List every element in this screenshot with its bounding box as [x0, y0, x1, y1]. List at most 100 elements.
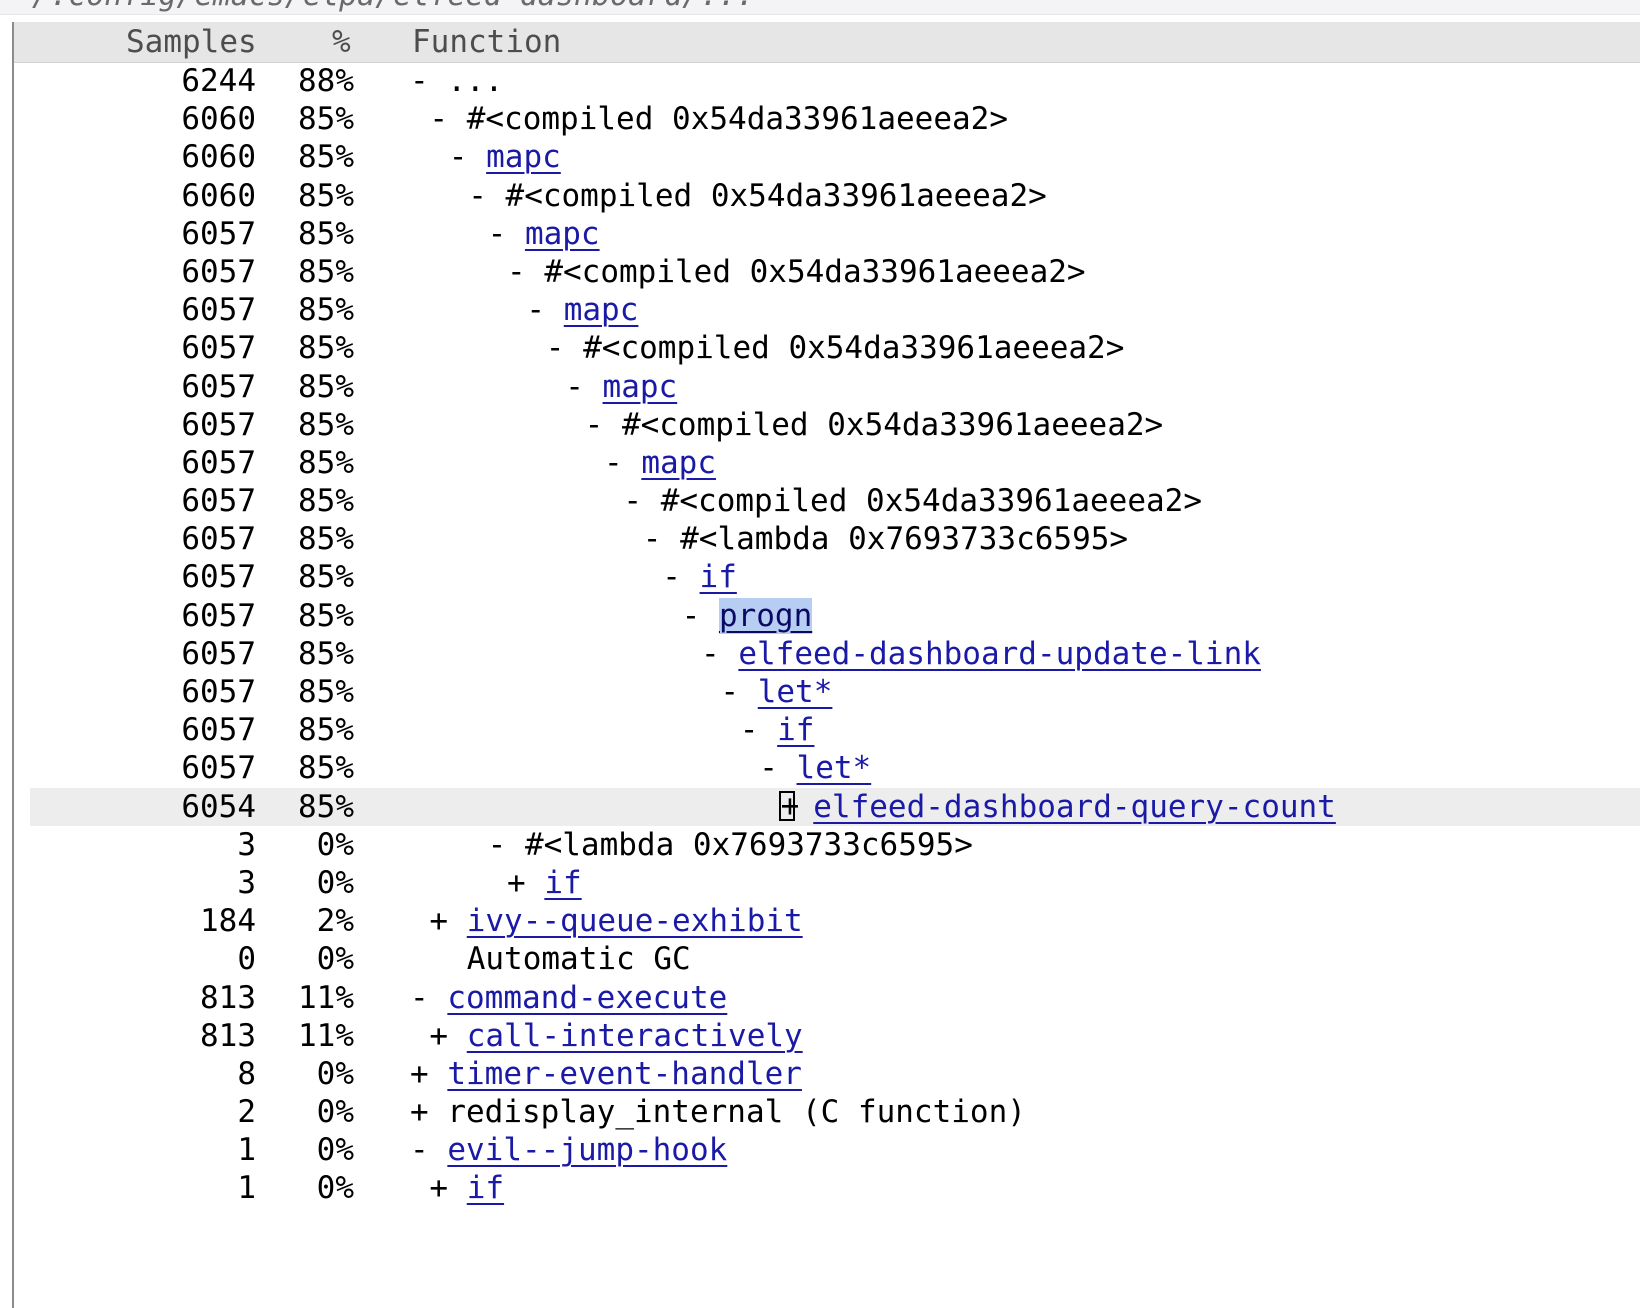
function-link[interactable]: if — [699, 559, 737, 596]
collapse-toggle[interactable]: - — [739, 712, 759, 749]
function-link[interactable]: mapc — [524, 215, 600, 252]
expand-toggle[interactable]: + — [410, 1094, 429, 1131]
function-link[interactable]: mapc — [602, 368, 678, 405]
collapse-toggle[interactable]: - — [487, 826, 507, 863]
collapse-toggle[interactable]: - — [507, 253, 526, 290]
collapse-toggle[interactable]: - — [642, 521, 662, 558]
function-cell: - mapc — [604, 444, 716, 482]
function-name: Automatic GC — [466, 941, 691, 978]
collapse-toggle[interactable]: - — [448, 139, 468, 176]
collapse-toggle[interactable]: - — [545, 330, 565, 367]
expand-toggle[interactable]: + — [778, 788, 800, 825]
header-percent[interactable]: % — [332, 24, 351, 60]
collapse-toggle[interactable]: - — [410, 979, 429, 1016]
percent-value: 85% — [298, 597, 354, 634]
function-link[interactable]: if — [466, 1170, 505, 1207]
function-cell: + timer-event-handler — [410, 1055, 802, 1093]
collapse-toggle[interactable]: - — [526, 292, 546, 329]
collapse-toggle[interactable]: - — [410, 63, 429, 99]
expand-toggle[interactable]: + — [429, 1017, 449, 1054]
percent-value: 85% — [298, 139, 354, 176]
collapse-toggle[interactable]: - — [487, 215, 507, 252]
collapse-toggle[interactable]: - — [410, 1132, 429, 1169]
function-name: #<compiled 0x54da33961aeeea2> — [660, 483, 1202, 520]
function-link[interactable]: mapc — [486, 139, 561, 176]
function-link[interactable]: let* — [796, 750, 872, 787]
expand-toggle[interactable]: + — [429, 903, 449, 940]
function-link[interactable]: let* — [757, 674, 833, 710]
collapse-toggle[interactable]: - — [584, 406, 604, 443]
expand-toggle[interactable]: + — [410, 1055, 429, 1092]
function-cell: + redisplay_internal (C function) — [410, 1093, 1026, 1131]
function-link[interactable]: elfeed-dashboard-update-link — [738, 635, 1261, 672]
tree-row[interactable]: 6057 85% - progn — [14, 597, 1640, 635]
percent-value: 85% — [298, 521, 354, 558]
collapse-toggle[interactable]: - — [701, 635, 720, 672]
function-name: redisplay_internal (C function) — [447, 1094, 1026, 1131]
expand-toggle[interactable]: + — [507, 864, 526, 901]
collapse-toggle[interactable]: - — [429, 101, 449, 138]
function-link[interactable]: call-interactively — [466, 1017, 803, 1054]
function-link[interactable]: if — [777, 712, 815, 749]
expand-toggle[interactable]: + — [429, 1170, 449, 1207]
function-link[interactable]: elfeed-dashboard-query-count — [813, 788, 1336, 825]
function-link[interactable]: mapc — [563, 292, 639, 329]
collapse-toggle[interactable]: - — [565, 368, 584, 405]
function-cell: - #<lambda 0x7693733c6595> — [643, 520, 1128, 558]
collapse-toggle[interactable]: - — [720, 674, 740, 710]
path-bar: ~/.config/emacs/elpa/elfeed-dashboard/..… — [0, 0, 1640, 15]
function-cell: - let* — [759, 749, 871, 787]
function-link[interactable]: if — [544, 864, 582, 901]
collapse-toggle[interactable]: - — [604, 444, 623, 481]
percent-value: 11% — [298, 979, 354, 1016]
collapse-toggle[interactable]: - — [759, 750, 778, 787]
function-link[interactable]: timer-event-handler — [447, 1055, 802, 1092]
function-name: #<compiled 0x54da33961aeeea2> — [466, 101, 1008, 138]
header-function[interactable]: Function — [412, 24, 562, 60]
percent-value: 2% — [316, 903, 354, 940]
function-link[interactable]: mapc — [641, 444, 716, 481]
function-link[interactable]: evil--jump-hook — [447, 1132, 728, 1169]
function-link[interactable]: progn — [718, 597, 813, 634]
function-link[interactable]: command-execute — [447, 979, 728, 1016]
collapse-toggle[interactable]: - — [681, 597, 701, 634]
function-link[interactable]: ivy--queue-exhibit — [466, 903, 803, 940]
collapse-toggle[interactable]: - — [468, 177, 487, 214]
collapse-toggle[interactable]: - — [662, 559, 681, 596]
collapse-toggle[interactable]: - — [623, 483, 643, 520]
function-cell: - #<compiled 0x54da33961aeeea2> — [468, 177, 1047, 215]
samples-value: 3 — [237, 826, 256, 863]
samples-value: 6057 — [181, 597, 256, 634]
header-samples[interactable]: Samples — [126, 24, 257, 60]
